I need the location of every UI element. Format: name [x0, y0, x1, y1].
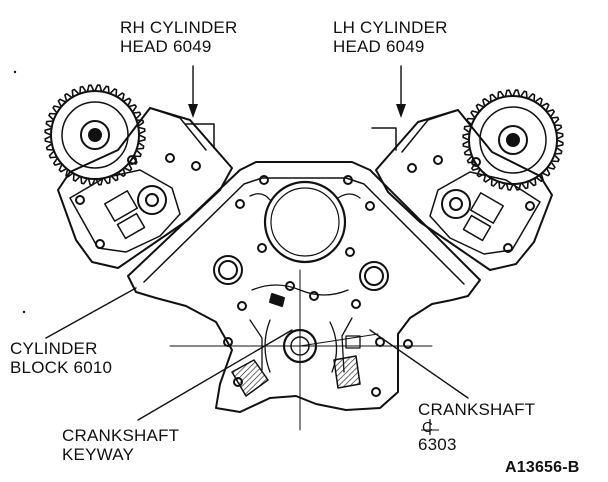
- sprocket-tooth: [135, 141, 145, 150]
- sprocket-tooth: [550, 154, 560, 163]
- sprocket-tooth: [463, 148, 473, 156]
- crankshaft-keyway-line-2: KEYWAY: [62, 445, 135, 464]
- crankshaft-centerlines: [169, 269, 433, 431]
- sprocket-tooth: [482, 98, 491, 108]
- sprocket-tooth: [45, 143, 55, 151]
- sprocket-tooth: [490, 177, 499, 187]
- sprocket-tooth: [79, 85, 87, 95]
- sprocket-tooth: [545, 109, 555, 118]
- sprocket-tooth: [521, 180, 529, 190]
- sprocket-tooth: [110, 172, 119, 182]
- sprocket-tooth: [555, 131, 564, 140]
- sprocket-tooth: [86, 84, 95, 93]
- sprocket-tooth: [52, 105, 62, 114]
- sprocket-tooth: [555, 139, 564, 148]
- rh-head-arrowhead: [188, 104, 198, 118]
- crankshaft-keyway-line-1: CRANKSHAFT: [62, 426, 180, 445]
- sprocket-tooth: [122, 97, 132, 107]
- sprocket-tooth: [541, 167, 551, 177]
- lh-cylinder-head-line-2: HEAD 6049: [333, 37, 425, 56]
- sprocket-tooth: [58, 163, 68, 173]
- sprocket-tooth: [504, 89, 513, 98]
- rh-cam-sprocket: [44, 84, 146, 186]
- rh-cylinder-head-line-1: RH CYLINDER: [120, 18, 238, 37]
- crankshaft-centerline-line-2: 6303: [418, 435, 457, 454]
- lh-head-arrowhead: [396, 104, 406, 118]
- lh-cylinder-head-line-1: LH CYLINDER: [333, 18, 448, 37]
- sprocket-tooth: [45, 120, 55, 129]
- sprocket-tooth: [546, 161, 556, 170]
- sprocket-tooth: [470, 110, 480, 119]
- sprocket-tooth: [483, 173, 492, 183]
- sprocket-tooth: [137, 134, 146, 143]
- sprocket-tooth: [540, 102, 550, 112]
- cylinder-block-line-2: BLOCK 6010: [10, 358, 113, 377]
- lh-cylinder-head: [371, 109, 553, 271]
- sprocket-tooth: [44, 127, 53, 136]
- sprocket-tooth: [553, 146, 563, 155]
- sprocket-tooth: [57, 98, 67, 108]
- sprocket-tooth: [505, 182, 514, 191]
- centerline-symbol-icon: C: [421, 419, 439, 436]
- sprocket-tooth: [101, 85, 110, 95]
- sprocket-tooth: [103, 175, 111, 185]
- sprocket-tooth: [94, 84, 103, 93]
- crankshaft-keyway-label: CRANKSHAFT KEYWAY: [62, 426, 179, 464]
- sprocket-tooth: [463, 125, 473, 134]
- sprocket-tooth: [553, 124, 563, 132]
- sprocket-tooth: [489, 93, 498, 103]
- figure-reference-code: A13656-B: [505, 459, 580, 476]
- sprocket-tooth: [132, 149, 142, 158]
- cylinder-block: [127, 161, 481, 413]
- sprocket-tooth: [528, 177, 537, 187]
- sprocket-tooth: [462, 140, 471, 149]
- sprocket-tooth: [550, 116, 560, 125]
- sprocket-tooth: [137, 126, 146, 135]
- sprocket-tooth: [475, 103, 485, 113]
- sprocket-tooth: [519, 90, 528, 100]
- lh-cylinder-head-label: LH CYLINDER HEAD 6049: [333, 18, 448, 56]
- crankshaft-centerline-line-1: CRANKSHAFT: [418, 400, 536, 419]
- sprocket-tooth: [109, 88, 118, 98]
- lh-cam-sprocket: [462, 89, 564, 191]
- rh-cylinder-head-label: RH CYLINDER HEAD 6049: [120, 18, 237, 56]
- sprocket-tooth: [534, 97, 543, 107]
- sprocket-tooth: [127, 104, 137, 113]
- sprocket-tooth: [71, 88, 80, 98]
- sprocket-tooth: [497, 90, 505, 100]
- cylinder-block-line-1: CYLINDER: [10, 339, 98, 358]
- sprocket-tooth: [80, 175, 89, 185]
- svg-text:C: C: [422, 419, 433, 435]
- keyway-leader: [137, 329, 293, 421]
- sprocket-tooth: [462, 132, 471, 141]
- sprocket-tooth: [512, 89, 521, 98]
- sprocket-tooth: [132, 111, 142, 120]
- sprocket-tooth: [53, 157, 63, 166]
- sprocket-tooth: [72, 172, 81, 182]
- rh-cylinder-head: [57, 107, 233, 269]
- sprocket-tooth: [48, 150, 58, 159]
- cylinder-block-label: CYLINDER BLOCK 6010: [10, 339, 112, 377]
- rh-cylinder-head-line-2: HEAD 6049: [120, 37, 212, 56]
- sprocket-tooth: [64, 93, 73, 103]
- sprocket-tooth: [123, 162, 133, 172]
- cylinder-block-leader: [45, 287, 137, 339]
- sprocket-tooth: [116, 92, 125, 102]
- sprocket-tooth: [44, 135, 53, 144]
- crank-cl-leader: [369, 329, 469, 399]
- sprocket-tooth: [48, 112, 58, 121]
- sprocket-tooth: [498, 180, 507, 190]
- sprocket-tooth: [527, 93, 536, 103]
